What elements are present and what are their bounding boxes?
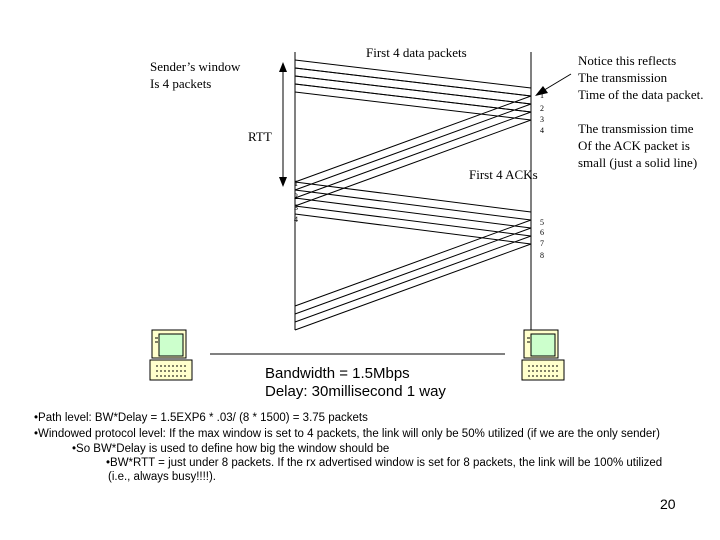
data-packet-2-top — [295, 68, 531, 96]
ack-number-1: 1 — [294, 179, 298, 188]
sender-computer-icon — [150, 330, 192, 380]
ack-8-line — [295, 244, 531, 330]
bullet-path-level: •Path level: BW*Delay = 1.5EXP6 * .03/ (… — [34, 411, 368, 425]
next-packet-number-5: 5 — [540, 218, 544, 227]
receiver-computer-icon — [522, 330, 564, 380]
rtt-arrow-head-up — [279, 62, 287, 72]
data-packet-3-top — [295, 76, 531, 104]
data-packet-6-bottom — [295, 198, 531, 228]
data-packet-4-top — [295, 84, 531, 112]
ack-number-2: 2 — [294, 192, 298, 201]
bullet-windowed-protocol: •Windowed protocol level: If the max win… — [34, 427, 660, 441]
ack-number-4: 4 — [294, 215, 298, 224]
rtt-label: RTT — [248, 129, 272, 145]
next-packet-number-7: 7 — [540, 239, 544, 248]
delay-label: Delay: 30millisecond 1 way — [265, 383, 446, 400]
ack-4-line — [295, 120, 531, 206]
ack-7-line — [295, 236, 531, 322]
data-packet-1-top — [295, 60, 531, 88]
ack-5-line — [295, 220, 531, 306]
ack-number-3: 3 — [294, 203, 298, 212]
page-number: 20 — [660, 496, 676, 512]
next-packet-number-8: 8 — [540, 251, 544, 260]
data-packet-number-4: 4 — [540, 126, 544, 135]
sender-window-label: Sender’s window Is 4 packets — [150, 58, 240, 92]
ack-3-line — [295, 112, 531, 198]
data-packet-5-bottom — [295, 190, 531, 220]
data-packet-7-bottom — [295, 206, 531, 236]
bullet-bw-rtt-continued: (i.e., always busy!!!!). — [108, 470, 216, 484]
bandwidth-label: Bandwidth = 1.5Mbps — [265, 365, 410, 382]
ack-6-line — [295, 228, 531, 314]
data-packet-number-3: 3 — [540, 115, 544, 124]
bullet-bw-rtt: •BW*RTT = just under 8 packets. If the r… — [106, 456, 662, 470]
next-packet-number-6: 6 — [540, 228, 544, 237]
first-acks-label: First 4 ACKs — [469, 167, 538, 183]
first-data-packets-label: First 4 data packets — [366, 45, 467, 61]
data-packet-4-bottom — [295, 92, 531, 120]
data-packet-8-bottom — [295, 214, 531, 244]
data-packet-number-2: 2 — [540, 104, 544, 113]
data-packet-number-1: 1 — [540, 91, 544, 100]
bullet-bw-delay-window: •So BW*Delay is used to define how big t… — [72, 442, 389, 456]
rtt-arrow-head-down — [279, 177, 287, 187]
data-packet-5-top — [295, 182, 531, 212]
note-arrow-shaft — [541, 74, 571, 92]
ack-transmission-note: The transmission time Of the ACK packet … — [578, 120, 697, 171]
transmission-time-note: Notice this reflects The transmission Ti… — [578, 52, 704, 103]
